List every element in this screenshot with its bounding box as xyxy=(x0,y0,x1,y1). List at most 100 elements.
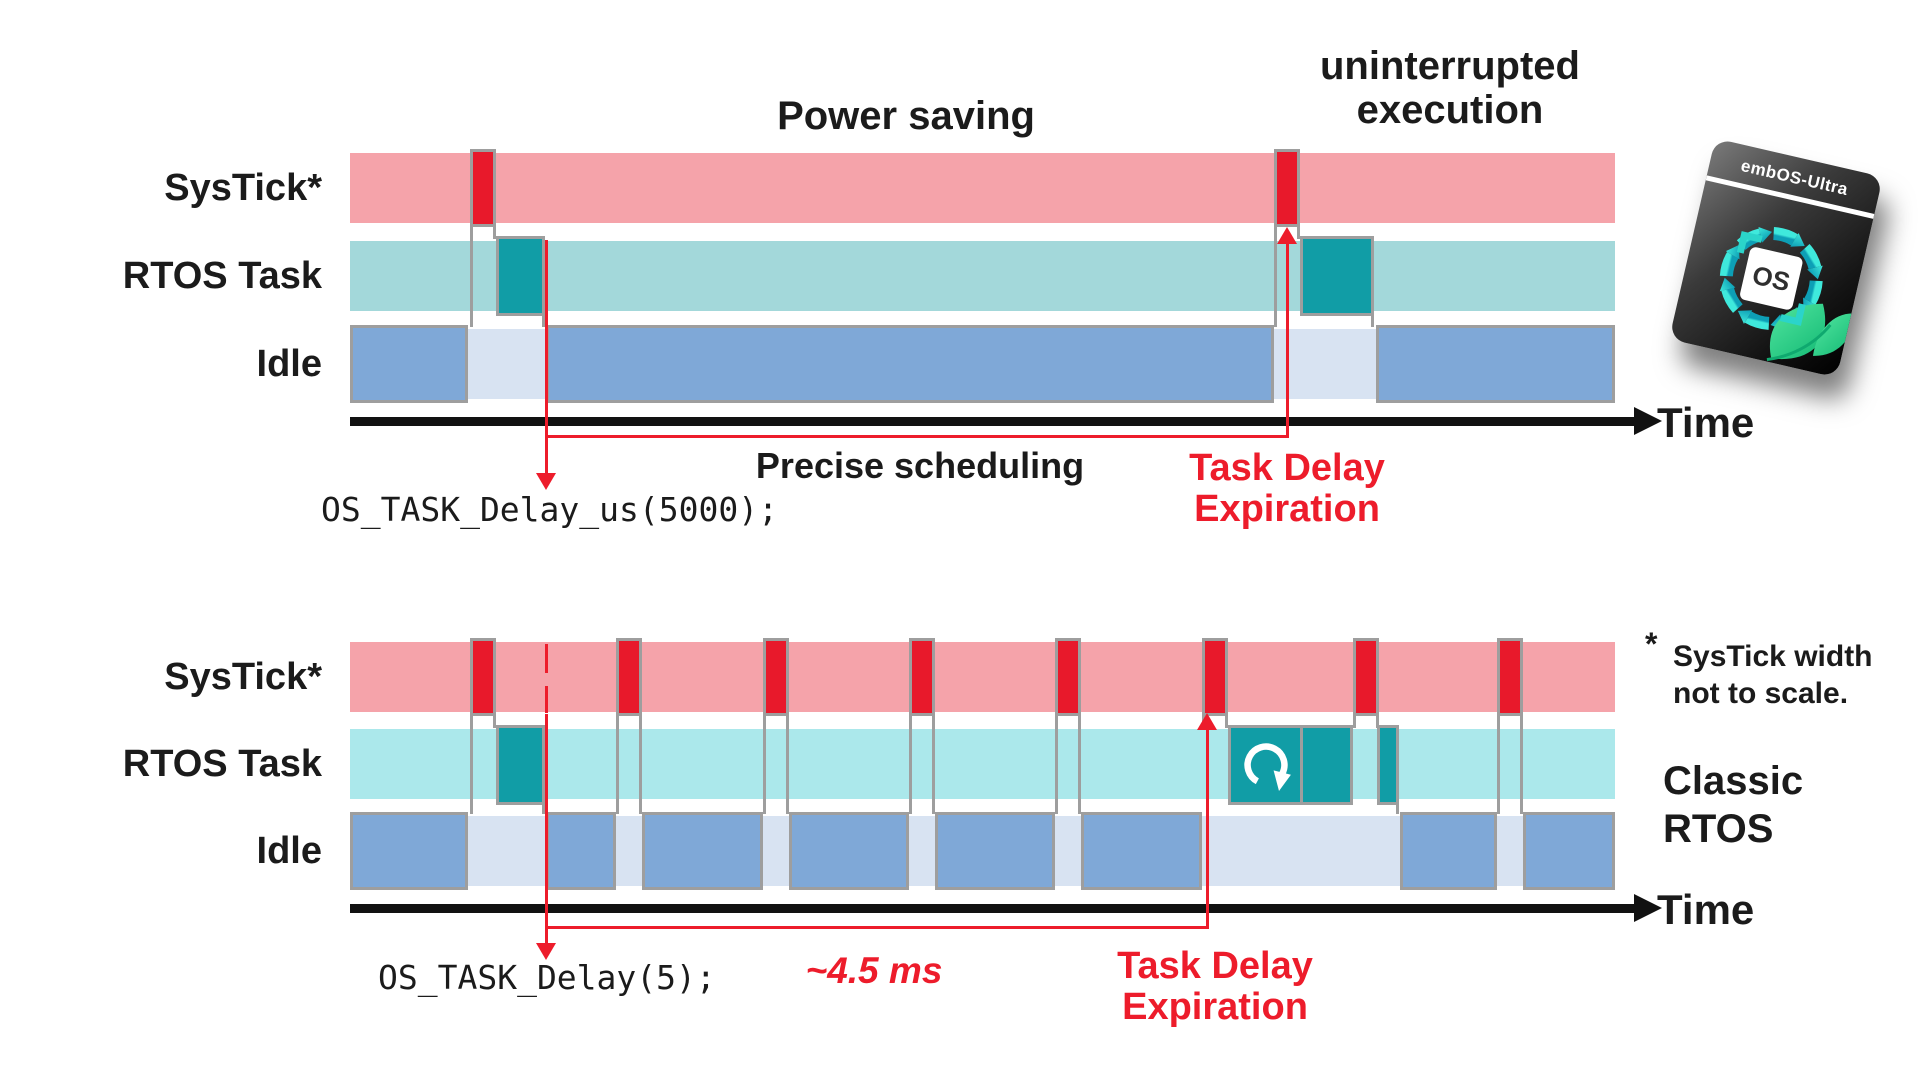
systick-footnote: SysTick width not to scale. xyxy=(1673,638,1903,712)
systick-pulse xyxy=(1497,638,1523,716)
idle-block xyxy=(350,812,468,890)
task-delay-line1: Task Delay xyxy=(1117,945,1313,987)
connector-line xyxy=(639,714,642,814)
task-delay-line1: Task Delay xyxy=(1189,447,1385,489)
connector-line xyxy=(1396,799,1399,814)
systick-pulse xyxy=(470,638,496,716)
idle-block xyxy=(789,812,909,890)
delay-call-arrowhead xyxy=(536,473,556,490)
delay-call-arrowhead xyxy=(536,943,556,960)
idle-block xyxy=(546,325,1274,403)
uninterrupted-line2: execution xyxy=(1356,88,1544,132)
expiration-arrowhead xyxy=(1277,227,1297,244)
expiration-line xyxy=(1206,729,1209,929)
systick-pulse xyxy=(1353,638,1379,716)
classic-rtos-label: Classic RTOS xyxy=(1663,757,1903,853)
precise-scheduling-label: Precise scheduling xyxy=(755,445,1085,486)
uninterrupted-execution-label: uninterrupted execution xyxy=(1290,44,1610,132)
delay-call-dashed-line xyxy=(545,644,548,673)
bottom-time-axis xyxy=(350,904,1636,913)
footnote-star: * xyxy=(1645,626,1658,662)
top-systick-band xyxy=(350,153,1615,223)
connector-line xyxy=(1371,312,1374,327)
systick-pulse xyxy=(763,638,789,716)
task-run-block xyxy=(496,236,545,316)
connector-line xyxy=(1055,714,1058,814)
systick-pulse xyxy=(470,149,496,227)
systick-pulse xyxy=(1274,149,1300,227)
connector-line xyxy=(542,312,545,327)
connector-line xyxy=(932,714,935,814)
footnote-line1: SysTick width xyxy=(1673,640,1873,673)
idle-block xyxy=(1400,812,1497,890)
idle-block xyxy=(1523,812,1615,890)
delay-call-dashed-line xyxy=(545,686,548,713)
task-delay-line2: Expiration xyxy=(1194,488,1380,530)
connector-line xyxy=(763,714,766,814)
task-block-divider xyxy=(1300,728,1303,802)
connector-line xyxy=(493,714,496,728)
expiration-arrowhead xyxy=(1197,713,1217,730)
classic-line2: RTOS xyxy=(1663,807,1774,851)
connector-line xyxy=(470,225,473,327)
idle-block xyxy=(642,812,763,890)
top-time-axis xyxy=(350,417,1636,426)
bottom-task-delay-expiration-label: Task Delay Expiration xyxy=(1065,946,1365,1028)
connector-line xyxy=(1078,714,1081,814)
bottom-rtos-band xyxy=(350,729,1615,799)
task-run-block xyxy=(1228,725,1353,805)
uninterrupted-line1: uninterrupted xyxy=(1320,44,1580,88)
top-row-label-rtos-task: RTOS Task xyxy=(122,255,322,297)
embos-ultra-logo-badge: embOS-Ultra xyxy=(1669,138,1883,378)
idle-block xyxy=(1376,325,1615,403)
bottom-time-axis-arrowhead xyxy=(1634,894,1662,922)
task-run-block xyxy=(1300,236,1374,316)
connector-line xyxy=(1520,714,1523,814)
connector-line xyxy=(1497,714,1500,814)
connector-line xyxy=(1225,714,1228,728)
task-delay-line2: Expiration xyxy=(1122,986,1308,1028)
systick-pulse xyxy=(1202,638,1228,716)
top-delay-code-label: OS_TASK_Delay_us(5000); xyxy=(321,490,778,529)
connector-line xyxy=(1297,225,1300,239)
systick-pulse xyxy=(1055,638,1081,716)
idle-block xyxy=(350,325,468,403)
bottom-delay-code-label: OS_TASK_Delay(5); xyxy=(378,958,716,997)
bottom-row-label-idle: Idle xyxy=(256,830,322,872)
logo-artwork: OS xyxy=(1669,138,1858,362)
bottom-row-label-systick: SysTick* xyxy=(164,656,322,698)
bottom-time-label: Time xyxy=(1657,886,1755,933)
connector-line xyxy=(542,799,545,814)
task-loop-icon xyxy=(1244,743,1291,791)
expiration-line xyxy=(1286,243,1289,438)
connector-line xyxy=(1353,714,1356,728)
idle-block xyxy=(546,812,616,890)
delay-duration-bracket xyxy=(545,926,1209,929)
connector-line xyxy=(470,714,473,814)
task-run-block xyxy=(1377,725,1399,805)
precise-scheduling-bracket xyxy=(545,435,1289,438)
os-chip-icon: OS xyxy=(1736,231,1806,326)
connector-line xyxy=(909,714,912,814)
connector-line xyxy=(786,714,789,814)
bottom-systick-band xyxy=(350,642,1615,712)
top-rtos-band xyxy=(350,241,1615,311)
power-saving-label: Power saving xyxy=(777,94,1035,138)
task-run-block xyxy=(496,725,545,805)
connector-line xyxy=(1274,225,1277,327)
delay-duration-label: ~4.5 ms xyxy=(805,950,943,991)
top-time-label: Time xyxy=(1657,399,1755,446)
systick-pulse xyxy=(909,638,935,716)
idle-block xyxy=(1081,812,1202,890)
top-task-delay-expiration-label: Task Delay Expiration xyxy=(1137,448,1437,530)
delay-call-line xyxy=(545,714,548,944)
connector-line xyxy=(1376,714,1379,728)
systick-pulse xyxy=(616,638,642,716)
top-row-label-idle: Idle xyxy=(256,343,322,385)
footnote-line2: not to scale. xyxy=(1673,677,1849,710)
idle-block xyxy=(935,812,1055,890)
connector-line xyxy=(616,714,619,814)
top-row-label-systick: SysTick* xyxy=(164,167,322,209)
top-time-axis-arrowhead xyxy=(1634,407,1662,435)
